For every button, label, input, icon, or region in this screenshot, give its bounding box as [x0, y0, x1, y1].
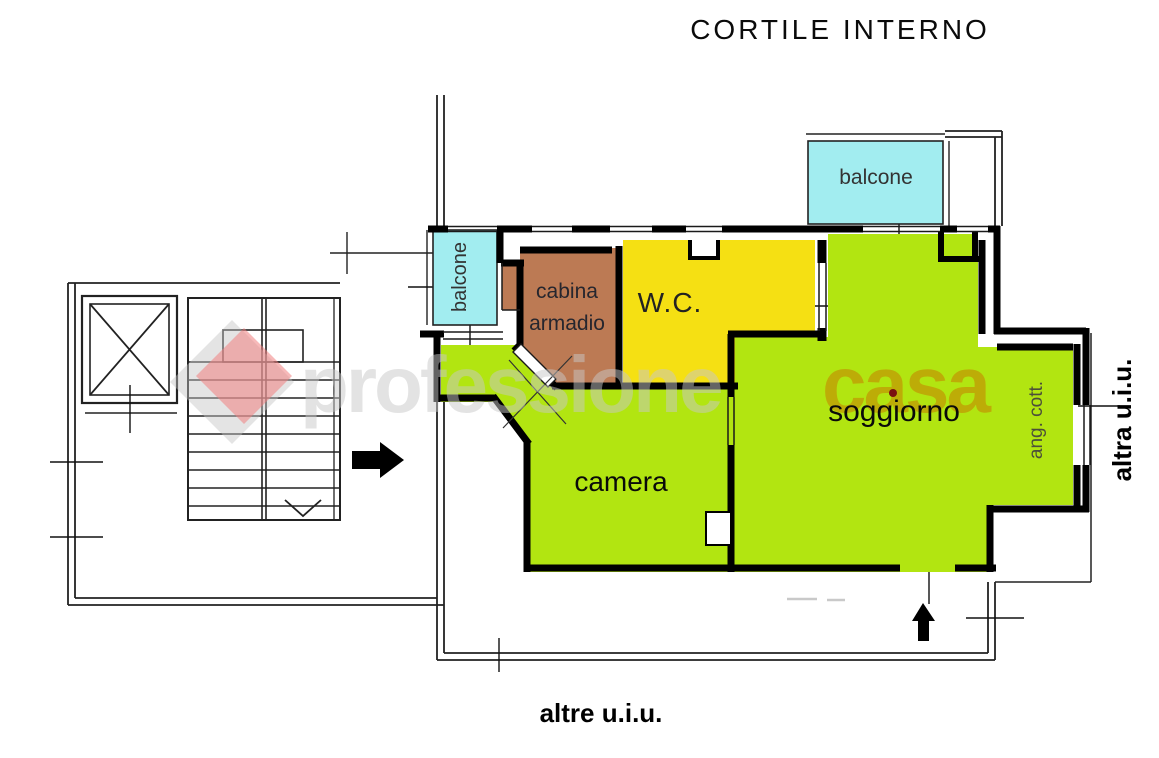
soggiorno-niche	[938, 232, 979, 262]
watermark-text-professione: professione	[300, 340, 721, 429]
balcone-top-floor	[807, 140, 944, 225]
altra-uiu-label: altra u.i.u.	[1107, 359, 1137, 482]
cabina-armadio-floor	[502, 248, 618, 383]
camera-label: camera	[574, 466, 668, 497]
title-cortile-interno: CORTILE INTERNO	[690, 14, 990, 45]
watermark-text-casa: casa	[822, 340, 991, 429]
cabina-door-leaf	[512, 343, 557, 388]
soggiorno-label: soggiorno	[828, 395, 960, 428]
entrance-arrow-up-icon	[912, 603, 935, 641]
cabina-label-line1: cabina	[536, 280, 598, 303]
wc-notch	[688, 240, 720, 260]
walls	[420, 225, 1090, 572]
wc-label: W.C.	[638, 287, 703, 318]
cabina-door-swing	[502, 355, 573, 429]
faint-marks	[787, 597, 845, 602]
camera-door-opening	[727, 397, 735, 445]
balcone-left-floor	[432, 229, 498, 326]
apartment-floor-green	[441, 234, 1073, 572]
ang-cott-label: ang. cott.	[1026, 381, 1047, 459]
camera-niche	[705, 511, 732, 546]
entrance-arrow-right-icon	[352, 442, 404, 478]
cabina-label-line2: armadio	[529, 312, 605, 335]
wc-partition-window	[818, 263, 827, 331]
altre-uiu-label: altre u.i.u.	[540, 698, 663, 728]
watermark: professione casa	[300, 340, 994, 429]
wc-floor	[623, 240, 815, 383]
building-outline	[67, 95, 1092, 661]
elevator-x-mark	[89, 303, 170, 396]
watermark-dot	[889, 389, 897, 397]
stair-direction-chevron	[284, 499, 322, 518]
balcone-top-label: balcone	[839, 166, 913, 189]
left-balcony-door	[443, 331, 503, 340]
balcone-left-label: balcone	[449, 242, 471, 312]
watermark-diamond-pink	[196, 328, 292, 424]
windows	[443, 225, 1091, 465]
right-window	[1083, 405, 1091, 465]
balcony-door-window	[863, 225, 940, 233]
